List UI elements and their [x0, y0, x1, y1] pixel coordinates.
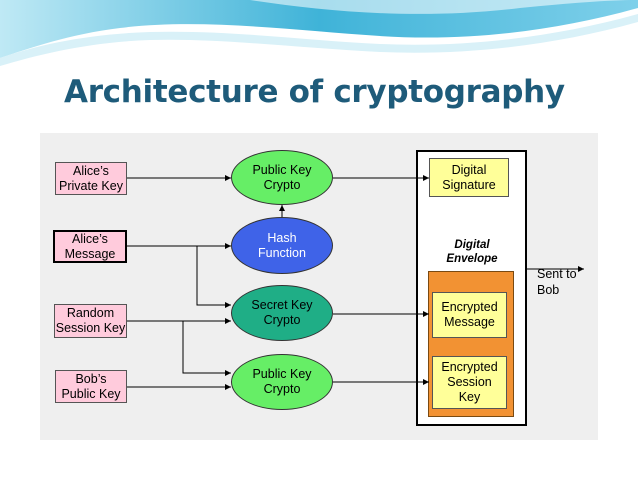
slide-title: Architecture of cryptography	[64, 74, 565, 110]
bob-public-key-box: Bob’s Public Key	[55, 370, 127, 403]
secret-key-crypto-ellipse: Secret Key Crypto	[231, 285, 333, 341]
encrypted-session-key-box: Encrypted Session Key	[432, 356, 507, 409]
digital-envelope-label: Digital Envelope	[446, 239, 498, 265]
sent-to-bob-label: Sent to Bob	[537, 267, 577, 297]
header-wave-decoration	[0, 0, 638, 66]
alice-message-box: Alice’s Message	[53, 230, 127, 263]
public-key-crypto-ellipse-bottom: Public Key Crypto	[231, 354, 333, 410]
encrypted-message-box: Encrypted Message	[432, 292, 507, 338]
digital-signature-box: Digital Signature	[429, 158, 509, 197]
random-session-key-box: Random Session Key	[54, 304, 127, 338]
hash-function-ellipse: Hash Function	[231, 217, 333, 274]
public-key-crypto-ellipse-top: Public Key Crypto	[231, 150, 333, 205]
alice-private-key-box: Alice’s Private Key	[55, 162, 127, 195]
